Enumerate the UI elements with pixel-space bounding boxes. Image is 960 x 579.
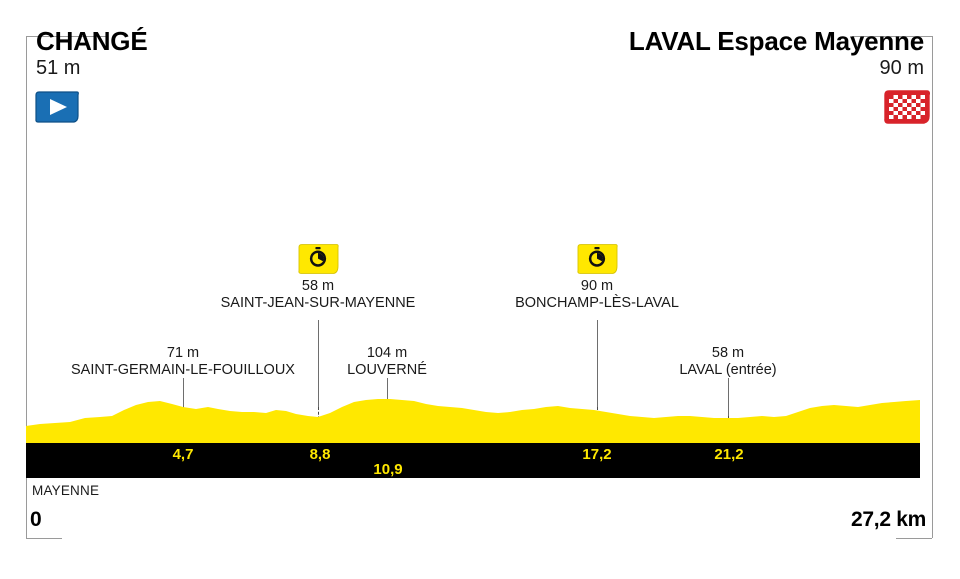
place-name: SAINT-GERMAIN-LE-FOUILLOUX bbox=[71, 362, 295, 379]
department-label: MAYENNE bbox=[32, 483, 100, 498]
place-name: LAVAL (entrée) bbox=[679, 362, 777, 379]
leader-line-place-1 bbox=[183, 378, 184, 410]
frame-top-right bbox=[852, 36, 932, 37]
km-marker-label: 4,7 bbox=[172, 446, 194, 463]
checkered-flag-icon bbox=[884, 90, 930, 124]
place-marker-1: 71 m SAINT-GERMAIN-LE-FOUILLOUX bbox=[33, 342, 333, 380]
leader-line-sprint-2 bbox=[597, 320, 598, 407]
frame-bottom-left-tick bbox=[26, 498, 27, 538]
start-header: CHANGÉ 51 m bbox=[36, 26, 148, 81]
finish-altitude: 90 m bbox=[879, 56, 924, 79]
start-flag-icon bbox=[34, 90, 80, 124]
km-marker-label: 21,2 bbox=[714, 446, 744, 463]
place-marker-3: 58 m LAVAL (entrée) bbox=[638, 342, 818, 380]
place-altitude: 71 m bbox=[166, 345, 200, 361]
sprint-name: BONCHAMP-LÈS-LAVAL bbox=[515, 295, 679, 312]
place-name: LOUVERNÉ bbox=[347, 362, 427, 379]
leader-line-place-3 bbox=[728, 378, 729, 416]
leader-line-place-2 bbox=[387, 378, 388, 402]
stopwatch-flag-icon bbox=[575, 243, 619, 275]
frame-bottom-left bbox=[26, 538, 62, 539]
frame-left-border bbox=[26, 36, 27, 498]
km-marker-label: 17,2 bbox=[582, 446, 612, 463]
sprint-name: SAINT-JEAN-SUR-MAYENNE bbox=[220, 295, 416, 312]
km-marker-label: 8,8 bbox=[309, 446, 331, 463]
start-city-name: CHANGÉ bbox=[36, 26, 148, 56]
leader-line-sprint-1 bbox=[318, 320, 319, 407]
finish-city-name: LAVAL Espace Mayenne bbox=[628, 26, 924, 56]
frame-bottom-right bbox=[896, 538, 932, 539]
frame-bottom-right-tick bbox=[932, 498, 933, 538]
sprint-marker-1: 58 m SAINT-JEAN-SUR-MAYENNE bbox=[178, 243, 458, 313]
axis-start-label: 0 bbox=[30, 508, 42, 531]
place-altitude: 104 m bbox=[366, 345, 408, 361]
sprint-marker-2: 90 m BONCHAMP-LÈS-LAVAL bbox=[477, 243, 717, 313]
axis-end-label: 27,2 km bbox=[851, 508, 926, 531]
frame-top-left bbox=[26, 36, 106, 37]
finish-header: LAVAL Espace Mayenne 90 m bbox=[629, 28, 924, 81]
place-altitude: 58 m bbox=[711, 345, 745, 361]
km-marker-label: 10,9 bbox=[373, 461, 403, 478]
elevation-profile-area bbox=[0, 360, 960, 445]
sprint-altitude: 58 m bbox=[301, 278, 335, 294]
elevation-profile-path bbox=[26, 399, 920, 445]
start-altitude: 51 m bbox=[36, 56, 81, 79]
stopwatch-flag-icon bbox=[296, 243, 340, 275]
place-marker-2: 104 m LOUVERNÉ bbox=[297, 342, 477, 380]
km-distance-bar: 4,7 8,8 10,9 17,2 21,2 bbox=[26, 443, 920, 478]
frame-right-border bbox=[932, 36, 933, 498]
sprint-altitude: 90 m bbox=[580, 278, 614, 294]
